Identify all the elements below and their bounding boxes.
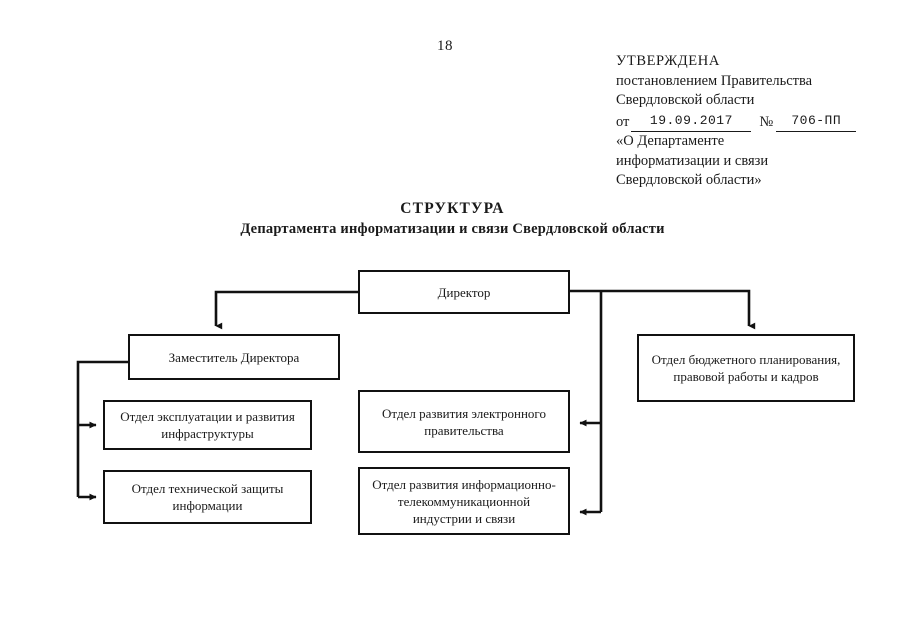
- document-subtitle: Департамента информатизации и связи Свер…: [240, 221, 665, 237]
- node-telecom-text: Отдел развития информационно- телекоммун…: [372, 476, 556, 527]
- node-egov-department[interactable]: Отдел развития электронного правительств…: [358, 390, 570, 453]
- link-deputy-trunk-left: [76, 360, 128, 497]
- approval-line-2: Свердловской области: [616, 92, 755, 108]
- node-egov-line-2: правительства: [424, 422, 504, 438]
- node-technical-protection-text: Отдел технической защиты информации: [132, 480, 284, 514]
- date-value: 19.09.2017: [631, 111, 752, 132]
- node-technical-protection-line-1: Отдел технической защиты: [131, 481, 284, 496]
- node-director[interactable]: Директор: [358, 270, 570, 314]
- link-director-budget: [570, 289, 756, 330]
- approval-block: УТВЕРЖДЕНА постановлением Правительства …: [616, 52, 884, 191]
- document-number-value: 706-ПП: [776, 111, 857, 132]
- number-sign: №: [759, 113, 774, 130]
- node-infrastructure-text: Отдел эксплуатации и развития инфраструк…: [120, 408, 295, 442]
- link-director-deputy: [214, 290, 358, 330]
- node-deputy-director-label: Заместитель Директора: [168, 349, 300, 365]
- node-egov-line-1: Отдел развития электронного: [382, 405, 546, 421]
- node-deputy-director[interactable]: Заместитель Директора: [128, 334, 340, 380]
- node-infrastructure-line-2: инфраструктуры: [161, 426, 254, 441]
- node-director-label: Директор: [437, 284, 491, 300]
- node-technical-protection-department[interactable]: Отдел технической защиты информации: [103, 470, 312, 524]
- approval-line-3: «О Департаменте: [616, 133, 725, 149]
- node-infrastructure-department[interactable]: Отдел эксплуатации и развития инфраструк…: [103, 400, 312, 450]
- node-budget-planning-line-2: правовой работы и кадров: [673, 369, 819, 384]
- node-telecom-line-2: телекоммуникационной: [397, 493, 531, 509]
- node-egov-text: Отдел развития электронного правительств…: [382, 405, 546, 439]
- document-reference: от 19.09.2017 № 706-ПП: [616, 111, 884, 132]
- node-telecom-department[interactable]: Отдел развития информационно- телекоммун…: [358, 467, 570, 535]
- approval-line-5: Свердловской области»: [616, 172, 762, 188]
- node-telecom-line-3: индустрии и связи: [412, 510, 516, 526]
- approval-line-1: постановлением Правительства: [616, 72, 813, 89]
- node-budget-planning-department[interactable]: Отдел бюджетного планирования, правовой …: [637, 334, 855, 402]
- node-infrastructure-line-1: Отдел эксплуатации и развития: [120, 409, 295, 424]
- date-label: от: [616, 113, 630, 130]
- page-number: 18: [437, 38, 453, 54]
- node-telecom-line-1: Отдел развития информационно-: [372, 476, 556, 492]
- node-technical-protection-line-2: информации: [172, 498, 243, 513]
- approval-title: УТВЕРЖДЕНА: [616, 53, 720, 69]
- document-title: СТРУКТУРА: [400, 200, 505, 217]
- node-budget-planning-text: Отдел бюджетного планирования, правовой …: [652, 351, 841, 385]
- approval-line-4: информатизации и связи: [616, 152, 769, 169]
- node-budget-planning-line-1: Отдел бюджетного планирования,: [651, 352, 841, 367]
